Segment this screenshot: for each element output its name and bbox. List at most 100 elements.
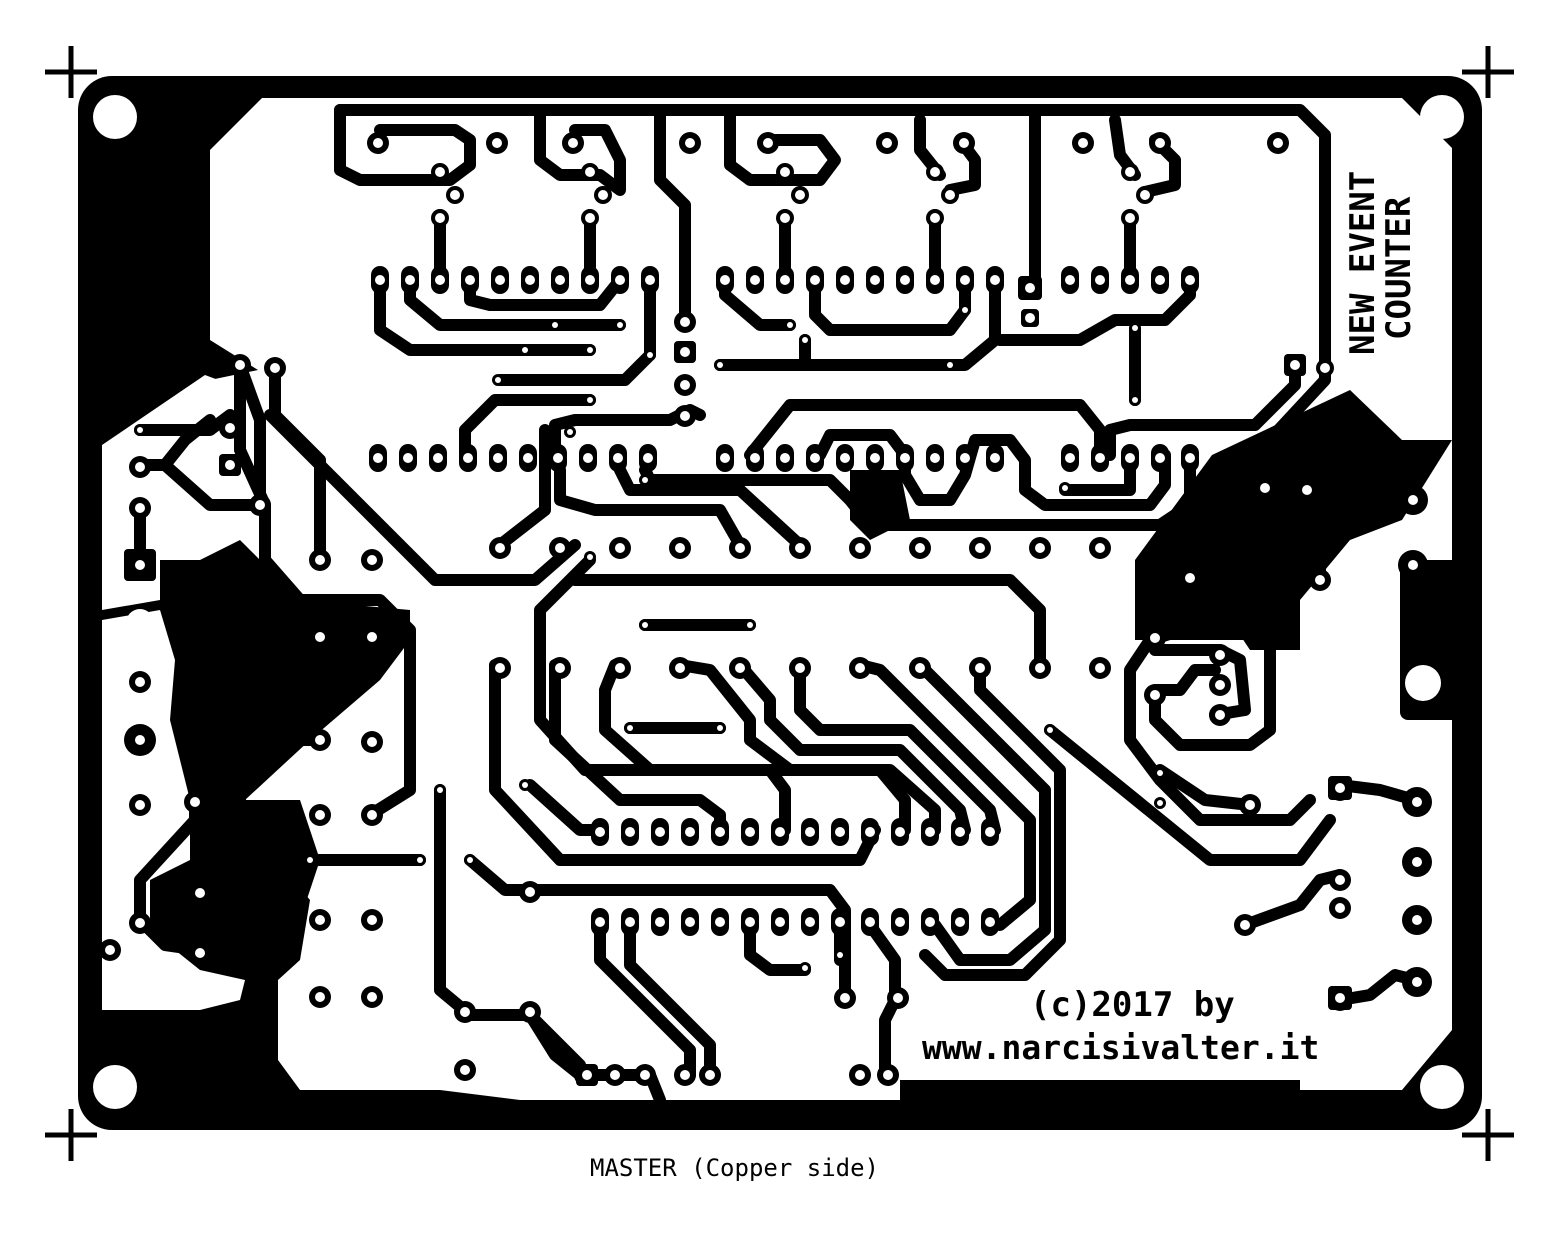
pad (746, 444, 764, 472)
pad (909, 537, 931, 559)
pad (776, 209, 794, 227)
pad (681, 818, 699, 846)
trace (639, 449, 1196, 531)
pad (1091, 444, 1109, 472)
board-title-line1: NEW EVENT (1343, 171, 1383, 355)
pad (1121, 163, 1139, 181)
pads (99, 132, 1432, 1086)
trace (374, 274, 596, 356)
trace (569, 574, 1046, 671)
pad (716, 444, 734, 472)
pad (887, 987, 909, 1009)
mounting-hole-bottom-left (93, 1065, 137, 1109)
pad (1072, 132, 1094, 154)
pad (1154, 797, 1166, 809)
pad (1328, 986, 1352, 1010)
pad (519, 881, 541, 903)
pad (674, 405, 696, 427)
pad (264, 357, 286, 379)
pad (309, 549, 331, 571)
pad (1178, 566, 1202, 590)
pad (489, 537, 511, 559)
trace (234, 734, 326, 826)
registration-mark-bottom-left (45, 1109, 97, 1161)
pad (489, 444, 507, 472)
trace (1149, 664, 1221, 696)
pad (776, 266, 794, 294)
pad (367, 132, 389, 154)
pad (229, 354, 251, 376)
pad (741, 908, 759, 936)
pad (644, 349, 656, 361)
pad (877, 1064, 899, 1086)
pad (1044, 724, 1056, 736)
trace (744, 399, 1106, 461)
pad (981, 818, 999, 846)
pad (361, 986, 383, 1008)
pad (866, 266, 884, 294)
pad (681, 908, 699, 936)
pad (801, 908, 819, 936)
pad (399, 444, 417, 472)
copyright-text: (c)2017 by (1030, 985, 1235, 1025)
trace (334, 104, 476, 186)
pad (584, 551, 596, 563)
trace (494, 424, 551, 551)
pad (129, 912, 151, 934)
registration-marks (45, 46, 1514, 1161)
trace (614, 464, 806, 551)
pad (309, 626, 331, 648)
pad (1402, 967, 1432, 997)
pad (361, 626, 383, 648)
pad (1144, 627, 1166, 649)
trace (549, 659, 726, 836)
pad (129, 456, 151, 478)
pad (1089, 657, 1111, 679)
pad (836, 444, 854, 472)
pad (519, 344, 531, 356)
pad (576, 1064, 598, 1086)
pad (1234, 914, 1256, 936)
mounting-holes (93, 95, 1464, 1109)
pad (1021, 309, 1039, 327)
pad (609, 537, 631, 559)
pad (799, 962, 811, 974)
pad (1129, 394, 1141, 406)
pad (849, 657, 871, 679)
pad (249, 494, 271, 516)
pad (1398, 550, 1428, 580)
pad (1121, 209, 1139, 227)
pad (806, 266, 824, 294)
pad (549, 537, 571, 559)
pad (674, 374, 696, 396)
pad (614, 319, 626, 331)
pad (679, 132, 701, 154)
pad (791, 186, 809, 204)
pad (309, 986, 331, 1008)
pad (776, 444, 794, 472)
trace (624, 919, 716, 1081)
pad (926, 266, 944, 294)
website-text: www.narcisivalter.it (922, 1028, 1319, 1067)
pad (519, 444, 537, 472)
pad (591, 818, 609, 846)
pad (891, 908, 909, 936)
pad (1151, 444, 1169, 472)
trace (794, 659, 1001, 836)
trace (914, 659, 1051, 966)
registration-mark-top-left (45, 46, 97, 98)
pad (1129, 322, 1141, 334)
pad (1209, 644, 1231, 666)
pad (304, 854, 316, 866)
pad (584, 394, 596, 406)
pad (579, 444, 597, 472)
pad (464, 854, 476, 866)
mounting-hole-top-right (1420, 95, 1464, 139)
pad (716, 266, 734, 294)
pad (1121, 266, 1139, 294)
pad (549, 319, 561, 331)
registration-mark-bottom-right (1462, 1109, 1514, 1161)
pad (124, 724, 156, 756)
pad (953, 132, 975, 154)
pad (866, 444, 884, 472)
